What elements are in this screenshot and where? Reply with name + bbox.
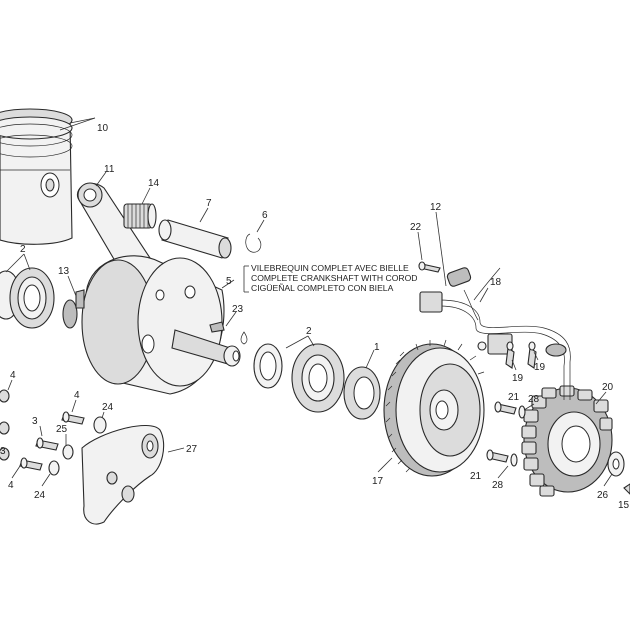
piston xyxy=(0,108,73,245)
callout-1: 1 xyxy=(374,342,380,353)
callout-10: 10 xyxy=(97,123,109,134)
callout-17: 17 xyxy=(372,476,384,487)
needle-bearing xyxy=(123,187,157,229)
callout-21-upper: 21 xyxy=(508,392,520,403)
balancer-weight xyxy=(81,425,185,525)
main-bearing-left xyxy=(0,253,55,329)
bolts-bottom-left xyxy=(0,379,107,487)
piston-ring-leader xyxy=(59,117,96,131)
stator xyxy=(521,385,613,497)
flywheel-rotor xyxy=(377,339,485,477)
callout-15: 15 xyxy=(618,500,630,511)
nut xyxy=(623,483,630,495)
callout-14: 14 xyxy=(148,178,160,189)
callout-7: 7 xyxy=(206,198,212,209)
main-bearing-right xyxy=(253,335,345,413)
callout-26: 26 xyxy=(597,490,609,501)
callout-19-left: 19 xyxy=(512,373,524,384)
woodruff-key xyxy=(225,311,248,345)
callout-22: 22 xyxy=(410,222,422,233)
callout-12: 12 xyxy=(430,202,442,213)
crank-leader-13 xyxy=(67,275,77,297)
callout-4-middle: 4 xyxy=(74,390,80,401)
callout-4-left: 4 xyxy=(10,370,16,381)
oil-seal xyxy=(343,349,381,420)
callout-5: 5 xyxy=(226,276,232,287)
bolt-21-upper xyxy=(494,401,535,419)
callout-13: 13 xyxy=(58,266,70,277)
wiring-harness xyxy=(419,211,571,400)
screw-22 xyxy=(417,231,441,273)
note-line-spanish: CIGÜEÑAL COMPLETO CON BIELA xyxy=(251,283,394,293)
callout-19-right: 19 xyxy=(534,362,546,373)
callout-2-left: 2 xyxy=(20,244,26,255)
callout-28-upper: 28 xyxy=(528,394,540,405)
crankshaft xyxy=(62,255,241,395)
callout-2-right: 2 xyxy=(306,326,312,337)
callout-21-lower: 21 xyxy=(470,471,482,482)
circlip xyxy=(245,219,265,253)
note-line-english: COMPLETE CRANKSHAFT WITH COROD xyxy=(251,273,417,283)
callout-18: 18 xyxy=(490,277,502,288)
washer xyxy=(603,451,625,487)
note-leader xyxy=(221,265,249,293)
callout-3-left: 3 xyxy=(0,446,6,457)
callout-25: 25 xyxy=(56,424,68,435)
callout-6: 6 xyxy=(262,210,268,221)
bolt-21-lower xyxy=(486,449,518,479)
callout-28-lower: 28 xyxy=(492,480,504,491)
piston-pin xyxy=(158,207,232,259)
callout-23: 23 xyxy=(232,304,244,315)
callout-24-lower: 24 xyxy=(34,490,46,501)
callout-27: 27 xyxy=(186,444,198,455)
callout-4-lower: 4 xyxy=(8,480,14,491)
connecting-rod xyxy=(76,171,151,267)
callout-3-middle: 3 xyxy=(32,416,38,427)
callout-11: 11 xyxy=(104,164,115,175)
callout-20: 20 xyxy=(602,382,614,393)
screws-19 xyxy=(505,341,539,371)
note-line-french: VILEBREQUIN COMPLET AVEC BIELLE xyxy=(251,263,409,273)
callout-24-upper: 24 xyxy=(102,402,114,413)
